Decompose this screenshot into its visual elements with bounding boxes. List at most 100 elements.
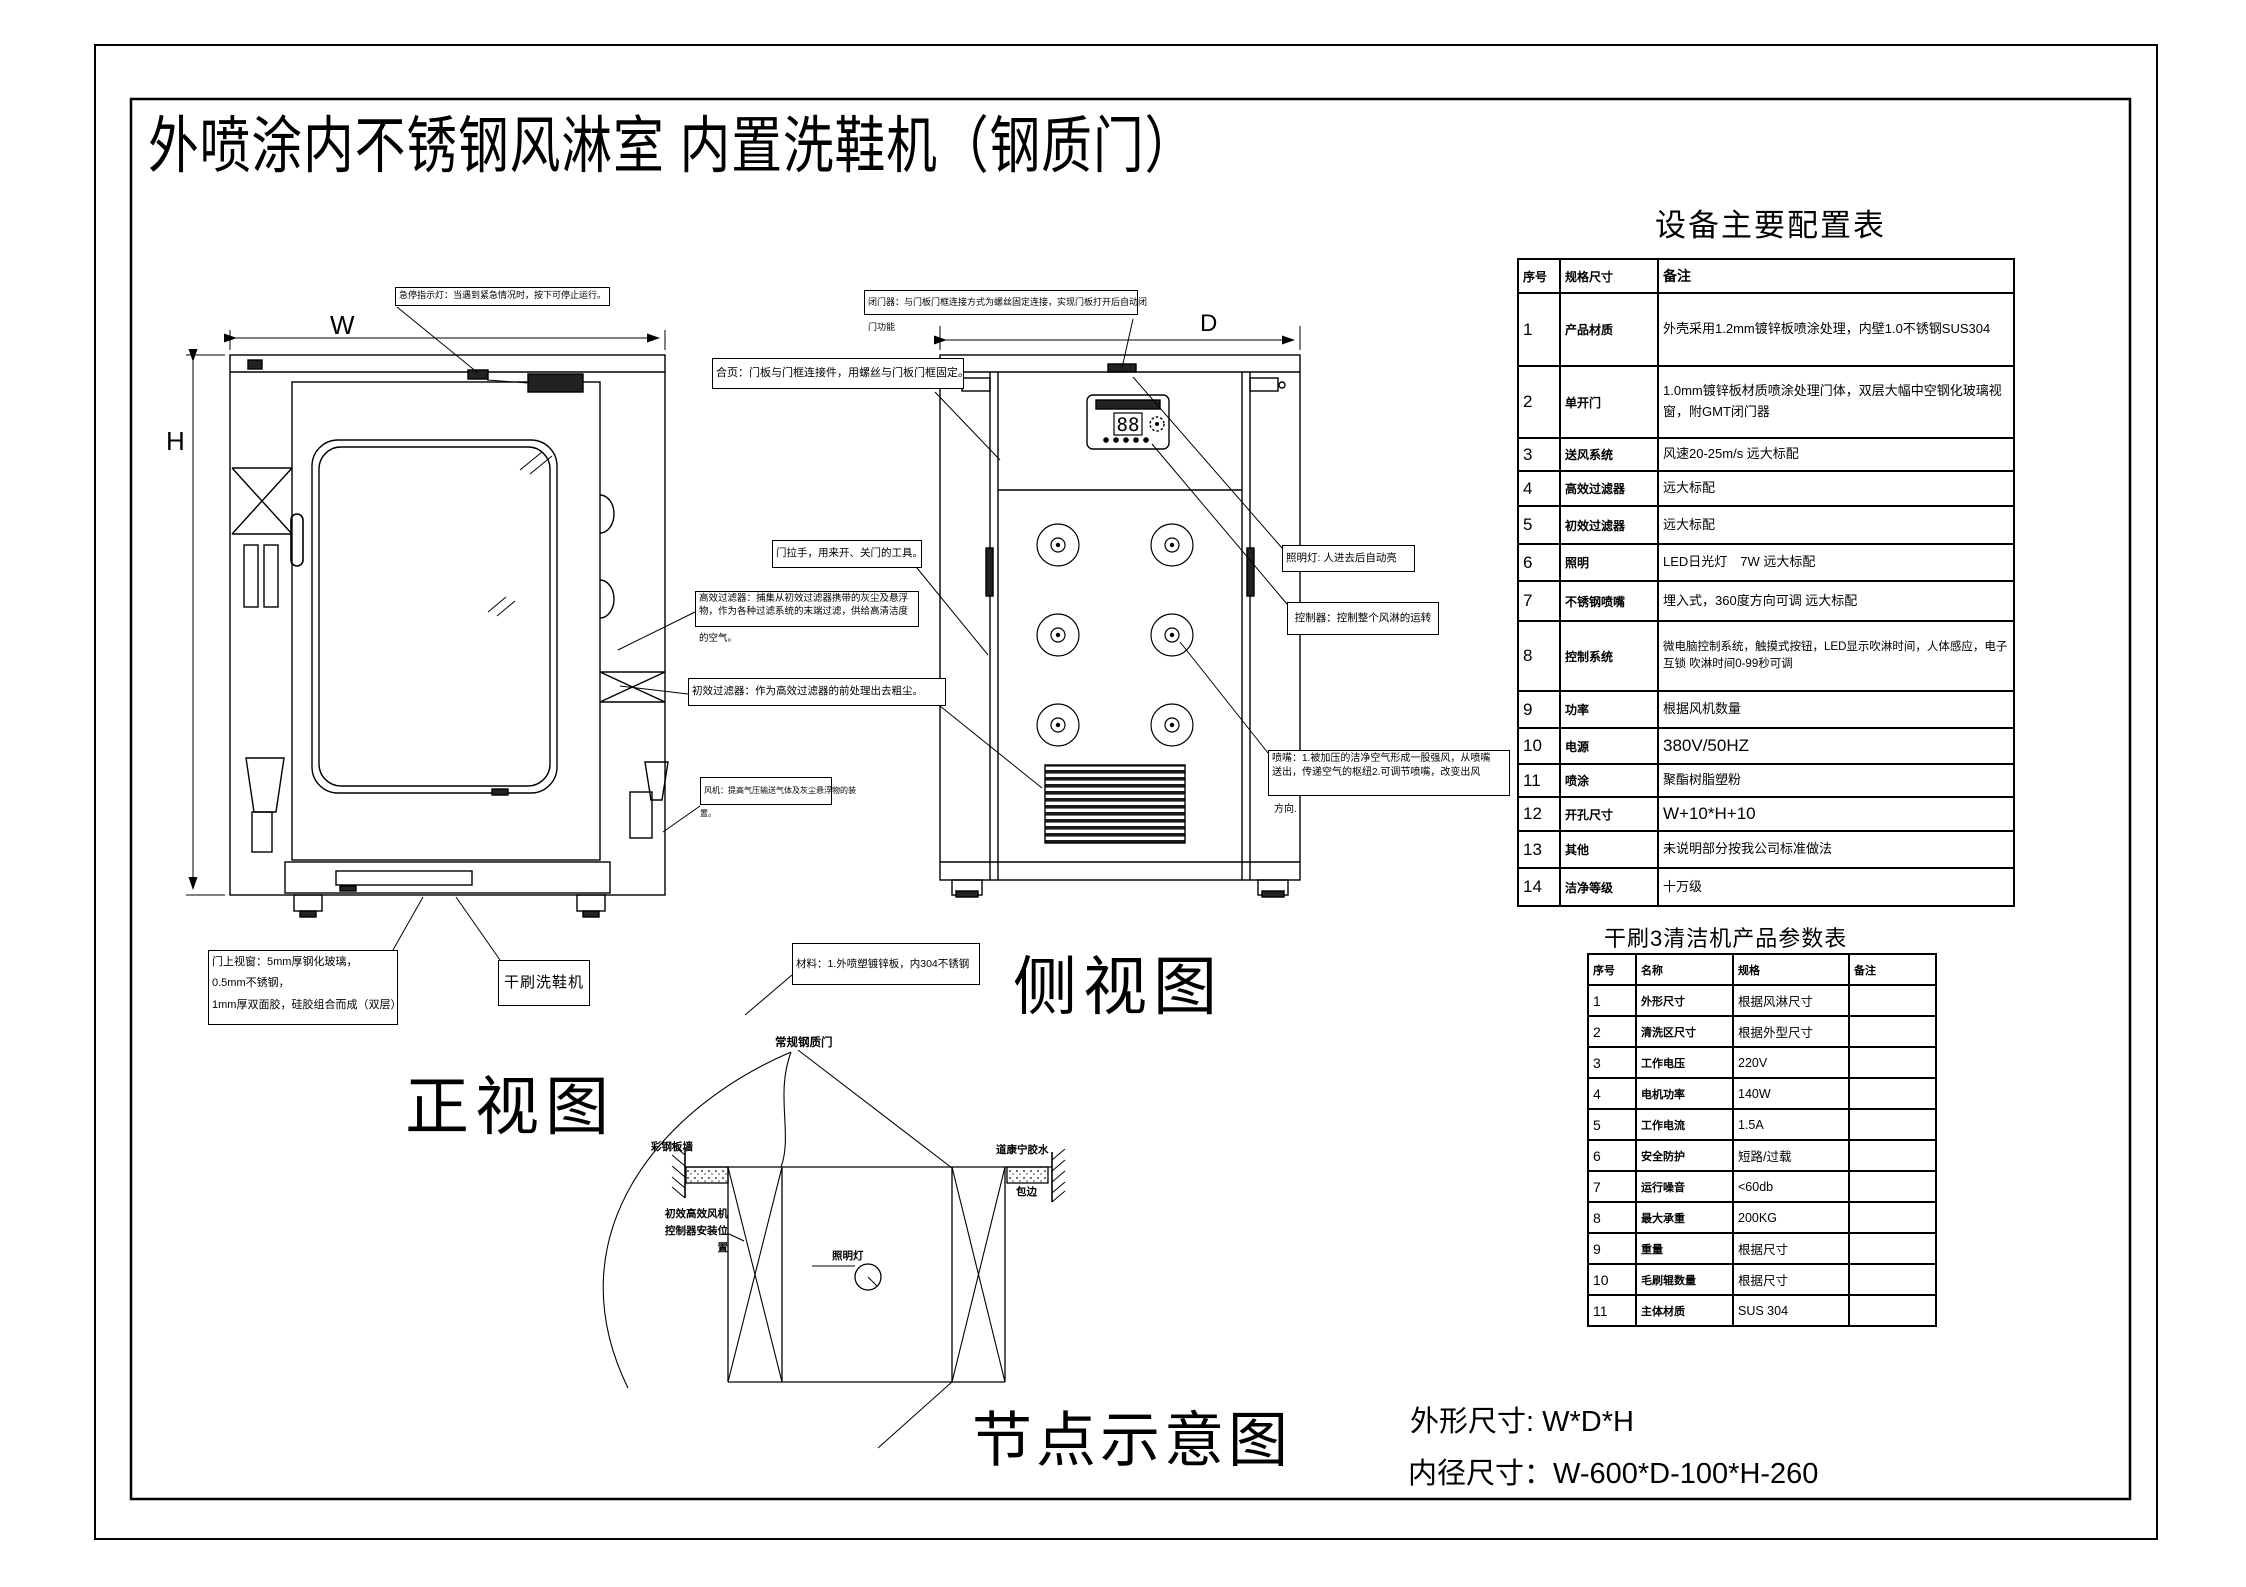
cell-name: 工作电压 — [1635, 1046, 1734, 1079]
header-seq: 序号 — [1517, 258, 1561, 294]
cell-name: 最大承重 — [1635, 1201, 1734, 1234]
table-row: 4 电机功率 140W — [1587, 1077, 1937, 1110]
cell-name: 运行噪音 — [1635, 1170, 1734, 1203]
cell-note: 风速20-25m/s 远大标配 — [1657, 437, 2015, 472]
side-view-label: 侧视图 — [1013, 951, 1223, 1023]
table-row: 5 初效过滤器 远大标配 — [1517, 505, 2015, 545]
cell-seq: 9 — [1517, 690, 1561, 729]
callout-fan-tail: 置。 — [700, 808, 716, 819]
glass-hatch — [487, 451, 553, 617]
node-label-edge: 包边 — [1016, 1186, 1037, 1198]
cell-seq: 10 — [1587, 1263, 1637, 1296]
cell-seq: 10 — [1517, 727, 1561, 765]
callout-window-line1: 门上视窗：5mm厚钢化玻璃， — [212, 956, 358, 968]
cell-seq: 5 — [1517, 505, 1561, 545]
header-note: 备注 — [1848, 953, 1937, 986]
config-table: 序号 规格尺寸 备注 1 产品材质 外壳采用1.2mm镀锌板喷涂处理，内壁1.0… — [1517, 258, 2015, 907]
cell-spec: SUS 304 — [1732, 1294, 1850, 1327]
wall-braces — [727, 1166, 1006, 1383]
cell-note: 外壳采用1.2mm镀锌板喷涂处理，内壁1.0不锈钢SUS304 — [1657, 292, 2015, 367]
cell-spec: 不锈钢喷嘴 — [1559, 580, 1659, 622]
table-row: 11 主体材质 SUS 304 — [1587, 1294, 1937, 1327]
cell-spec: 洁净等级 — [1559, 867, 1659, 907]
node-label-lamp: 照明灯 — [832, 1250, 864, 1262]
nozzles — [1036, 523, 1194, 747]
lamp-symbol — [854, 1263, 882, 1291]
cell-spec: 根据尺寸 — [1732, 1232, 1850, 1265]
callout-shoe-washer: 干刷洗鞋机 — [498, 960, 590, 1006]
table-row: 4 高效过滤器 远大标配 — [1517, 470, 2015, 507]
cell-note: 远大标配 — [1657, 470, 2015, 507]
cell-seq: 1 — [1587, 984, 1637, 1017]
cell-seq: 7 — [1587, 1170, 1637, 1203]
cell-note — [1848, 984, 1937, 1017]
cell-note: 远大标配 — [1657, 505, 2015, 545]
cell-spec: 其他 — [1559, 830, 1659, 869]
cell-note: 微电脑控制系统，触摸式按钮，LED显示吹淋时间，人体感应，电子互锁 吹淋时间0-… — [1657, 620, 2015, 692]
cell-name: 外形尺寸 — [1635, 984, 1734, 1017]
cell-seq: 1 — [1517, 292, 1561, 367]
header-name: 名称 — [1635, 953, 1734, 986]
table-row: 1 外形尺寸 根据风淋尺寸 — [1587, 984, 1937, 1017]
gear-icon — [1149, 416, 1165, 432]
cell-spec: 220V — [1732, 1046, 1850, 1079]
shoe-washer-unit — [284, 861, 611, 894]
side-view: 88 — [939, 354, 1301, 898]
cell-spec: 初效过滤器 — [1559, 505, 1659, 545]
table-row: 7 不锈钢喷嘴 埋入式，360度方向可调 远大标配 — [1517, 580, 2015, 622]
callout-nozzle-tail: 方向. — [1274, 800, 1297, 815]
cell-spec: 短路/过载 — [1732, 1139, 1850, 1172]
cell-spec: 控制系统 — [1559, 620, 1659, 692]
cell-name: 毛刷辊数量 — [1635, 1263, 1734, 1296]
node-label-glue: 道康宁胶水 — [996, 1144, 1049, 1156]
callout-door-closer: 闭门器：与门板门框连接方式为螺丝固定连接，实现门板打开后自动闭 — [864, 290, 1147, 315]
cell-spec: 根据尺寸 — [1732, 1263, 1850, 1296]
cell-note: 聚酯树脂塑粉 — [1657, 763, 2015, 798]
cell-seq: 7 — [1517, 580, 1561, 622]
cell-note: 根据风机数量 — [1657, 690, 2015, 729]
table-row: 10 毛刷辊数量 根据尺寸 — [1587, 1263, 1937, 1296]
cell-note: 埋入式，360度方向可调 远大标配 — [1657, 580, 2015, 622]
table-row: 14 洁净等级 十万级 — [1517, 867, 2015, 907]
table-header-row: 序号 名称 规格 备注 — [1587, 953, 1937, 986]
callout-prefilter: 初效过滤器：作为高效过滤器的前处理出去粗尘。 — [688, 678, 946, 706]
table-row: 12 开孔尺寸 W+10*H+10 — [1517, 796, 2015, 832]
cell-spec: 根据外型尺寸 — [1732, 1015, 1850, 1048]
node-diagram — [602, 1049, 1066, 1449]
table-row: 2 清洗区尺寸 根据外型尺寸 — [1587, 1015, 1937, 1048]
cell-note: LED日光灯 7W 远大标配 — [1657, 543, 2015, 582]
callout-nozzle-line2: 送出，传递空气的枢纽2.可调节喷嘴，改变出风 — [1272, 766, 1481, 778]
front-view — [229, 354, 669, 918]
cell-name: 重量 — [1635, 1232, 1734, 1265]
cell-seq: 4 — [1587, 1077, 1637, 1110]
sealant-strip-right — [1006, 1166, 1049, 1184]
cell-spec: 140W — [1732, 1077, 1850, 1110]
callout-fan: 风机：提高气压输送气体及灰尘悬浮物的装 — [700, 777, 856, 805]
table-header-row: 序号 规格尺寸 备注 — [1517, 258, 2015, 294]
header-spec: 规格 — [1732, 953, 1850, 986]
front-view-dimensions — [186, 330, 666, 896]
table-row: 10 电源 380V/50HZ — [1517, 727, 2015, 765]
cell-note — [1848, 1170, 1937, 1203]
cell-spec: 1.5A — [1732, 1108, 1850, 1141]
door-handle — [290, 513, 304, 567]
estop-indicator — [467, 369, 489, 380]
cell-seq: 8 — [1587, 1201, 1637, 1234]
filter-brace-left — [231, 467, 293, 535]
filter-brace-right — [599, 671, 666, 703]
callout-window-line2: 0.5mm不锈钢， — [212, 977, 290, 990]
node-label-controller-position: 初效高效风机 控制器安装位 置 — [665, 1208, 728, 1254]
page-title: 外喷涂内不锈钢风淋室 内置洗鞋机（钢质门） — [148, 112, 1197, 181]
cell-seq: 6 — [1587, 1139, 1637, 1172]
callout-material: 材料：1.外喷塑镀锌板，内304不锈钢 — [792, 943, 980, 985]
node-label-steel-door: 常规钢质门 — [775, 1037, 833, 1049]
cell-seq: 5 — [1587, 1108, 1637, 1141]
callout-hepa: 高效过滤器：捕集从初效过滤器携带的灰尘及悬浮 物，作为各种过滤系统的末端过滤，供… — [695, 591, 919, 627]
cell-note — [1848, 1201, 1937, 1234]
cell-spec: 功率 — [1559, 690, 1659, 729]
header-spec: 规格尺寸 — [1559, 258, 1659, 294]
callout-door-closer-tail: 门功能 — [868, 320, 896, 333]
table-row: 13 其他 未说明部分按我公司标准做法 — [1517, 830, 2015, 869]
cell-seq: 8 — [1517, 620, 1561, 692]
